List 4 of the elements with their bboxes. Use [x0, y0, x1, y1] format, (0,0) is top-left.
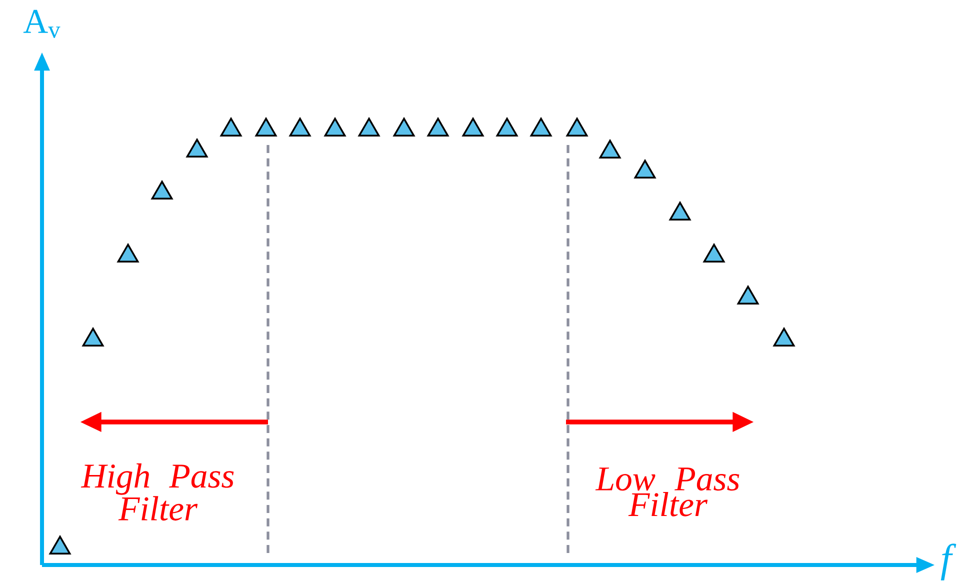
filter-label: High Pass Filter: [80, 463, 234, 521]
filter-label: Low Pass Filter: [595, 468, 740, 516]
axis-label: f: [940, 544, 956, 580]
axis-label: A$_{v}$: [23, 10, 60, 38]
